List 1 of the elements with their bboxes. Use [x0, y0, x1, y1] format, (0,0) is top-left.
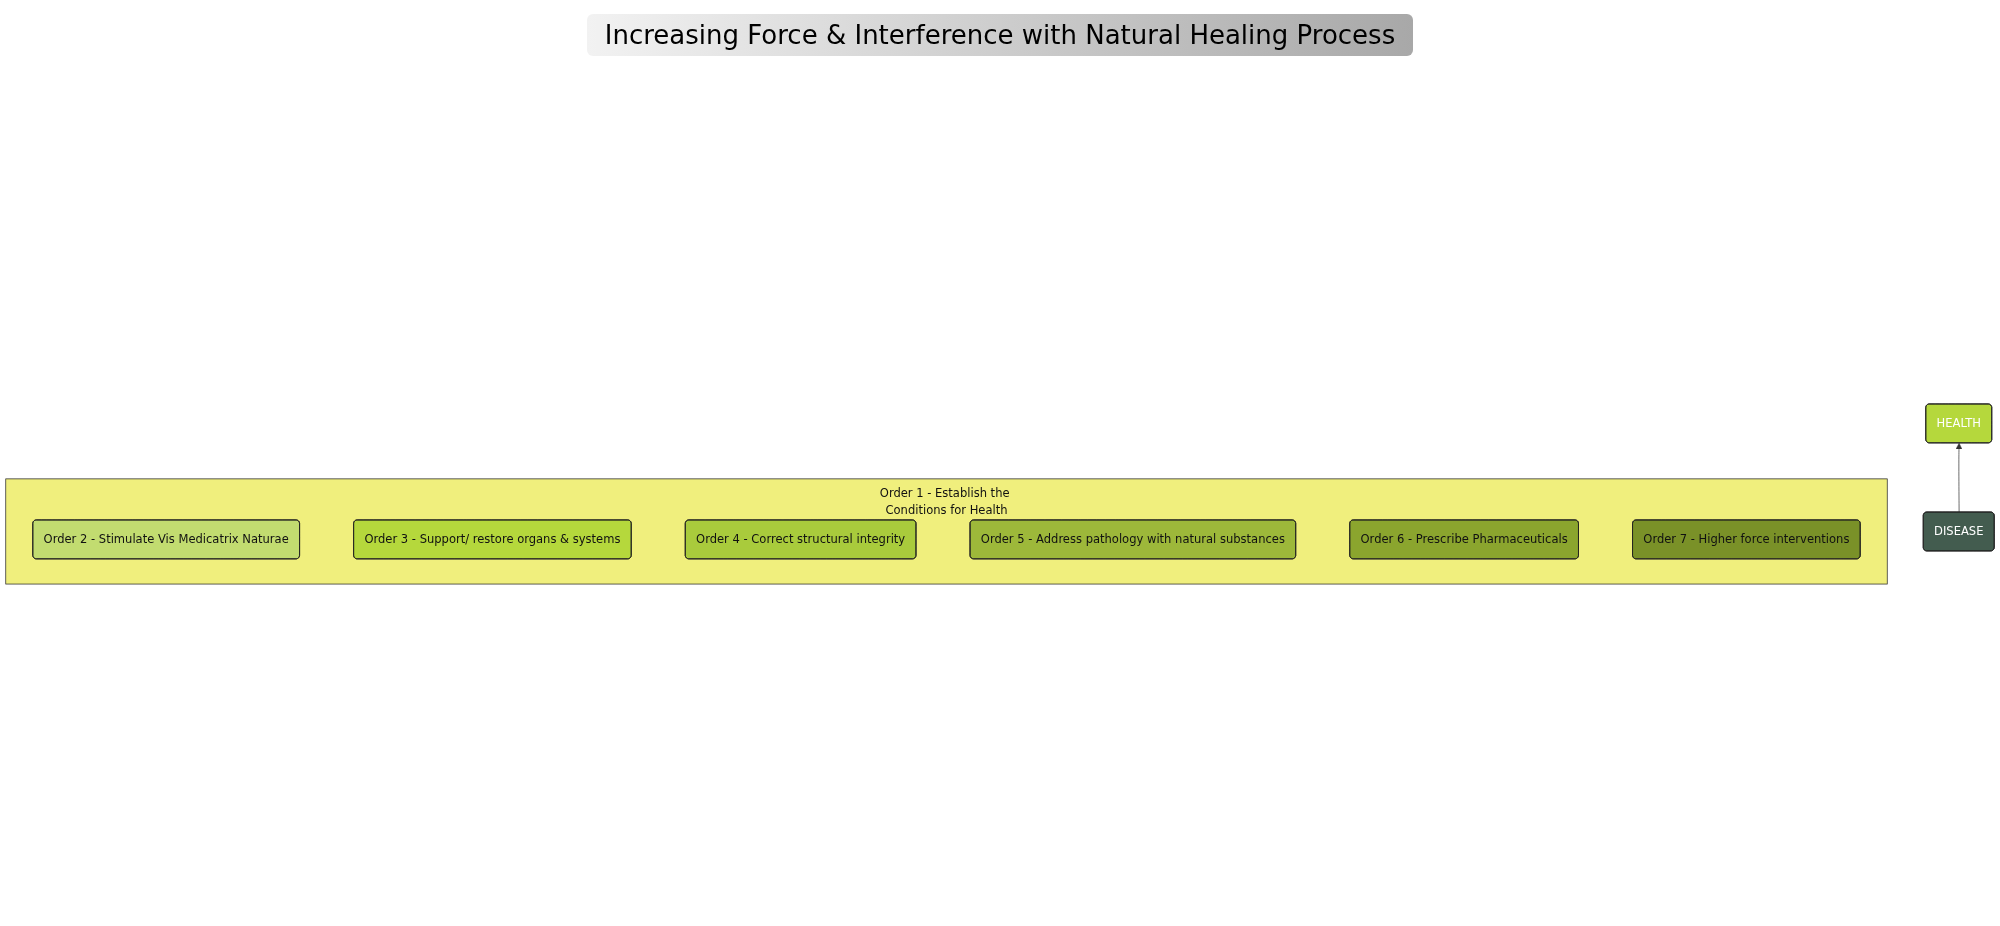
direction-arrow-label: Increasing Force & Interference with Natural Healing Process — [586, 14, 1414, 56]
